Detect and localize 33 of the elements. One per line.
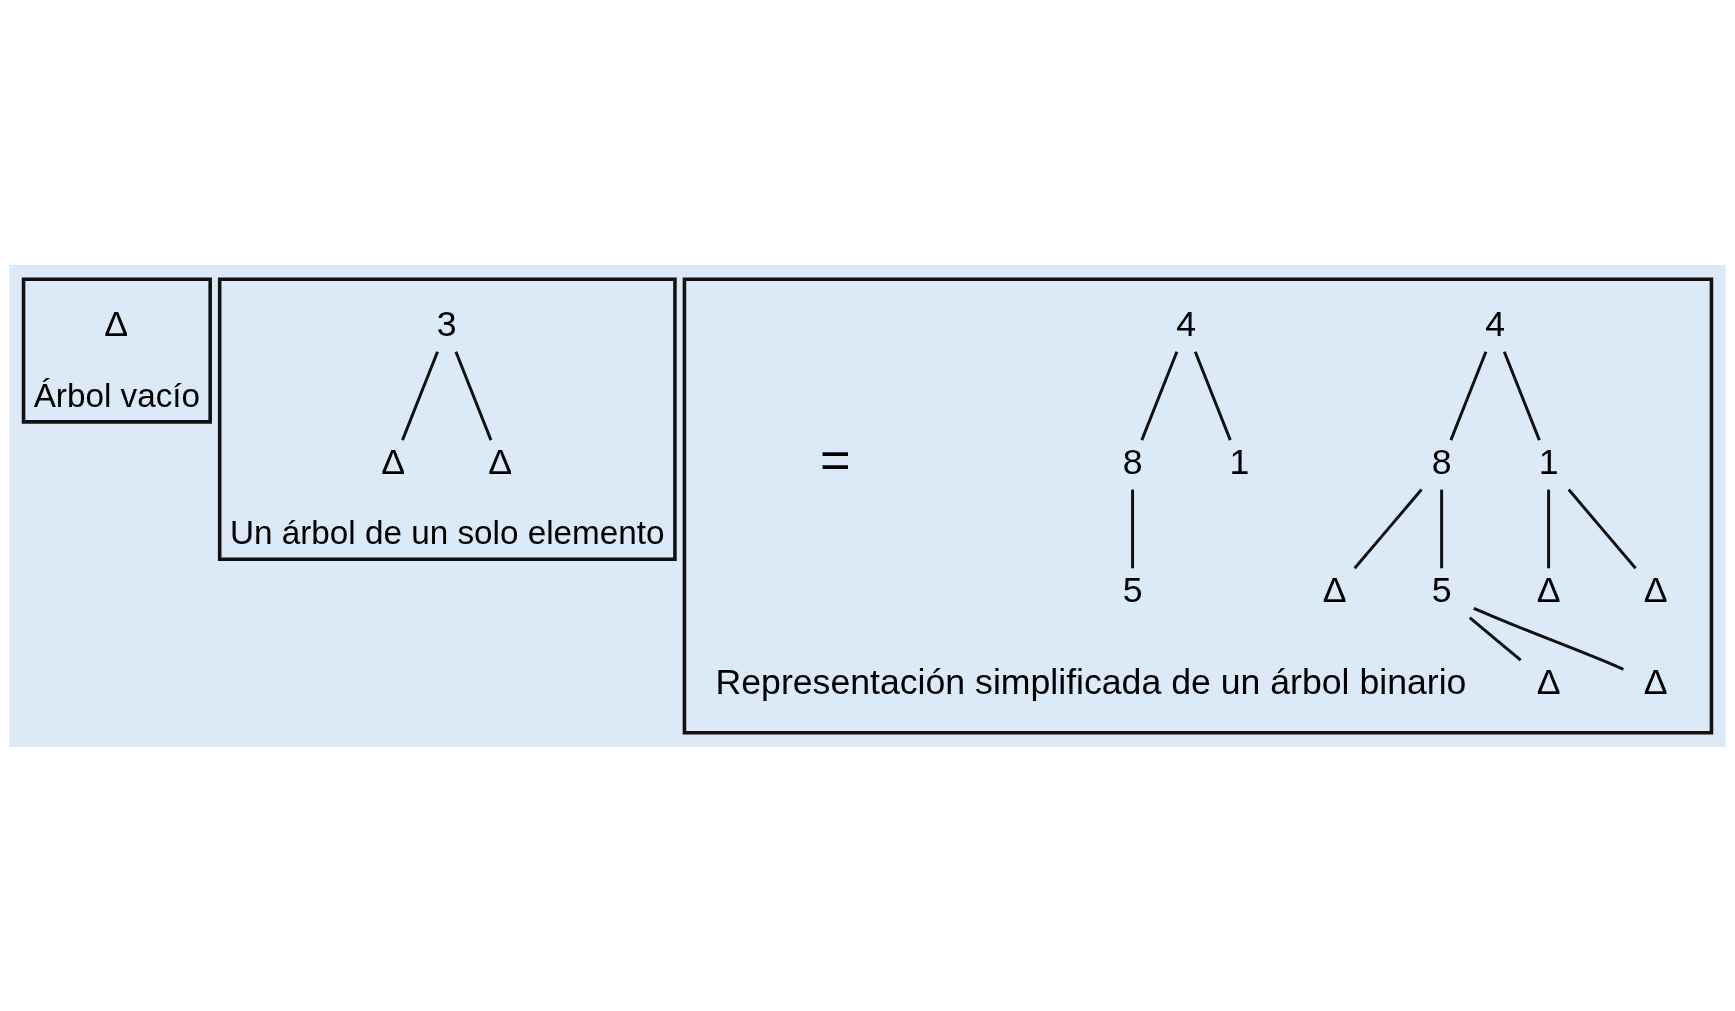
label: Representación simplificada de un árbol binario [715,661,1467,702]
connector [1468,616,1522,661]
node-text: Δ [104,303,129,344]
connector [1140,350,1179,441]
node-text: 8 [1122,441,1143,482]
connector [1193,350,1232,441]
node-text: 5 [1122,569,1143,610]
connector [1440,489,1444,568]
connector [1449,350,1488,441]
node-text: 5 [1431,569,1452,610]
connector [1502,350,1541,441]
node-text: 8 [1431,441,1452,482]
node-text: 3 [436,303,457,344]
connector [454,350,493,441]
node-text: 1 [1538,441,1559,482]
node-text: Δ [488,441,513,482]
node-text: Δ [1536,569,1561,610]
node-text: Δ [1643,661,1668,702]
connector [1353,488,1423,569]
connector [401,350,439,441]
node-text: Δ [1643,569,1668,610]
connector [1473,606,1624,671]
cluster [682,276,1714,735]
connector [1567,488,1637,569]
label: = [820,430,851,489]
node-text: Δ [1322,569,1347,610]
node-text: Δ [1536,661,1561,702]
node-text: Δ [381,441,406,482]
connector [1131,489,1135,568]
node-text: 4 [1176,303,1196,344]
node-text: 4 [1485,303,1506,344]
connector [1547,489,1551,568]
node-text: 1 [1229,441,1250,482]
